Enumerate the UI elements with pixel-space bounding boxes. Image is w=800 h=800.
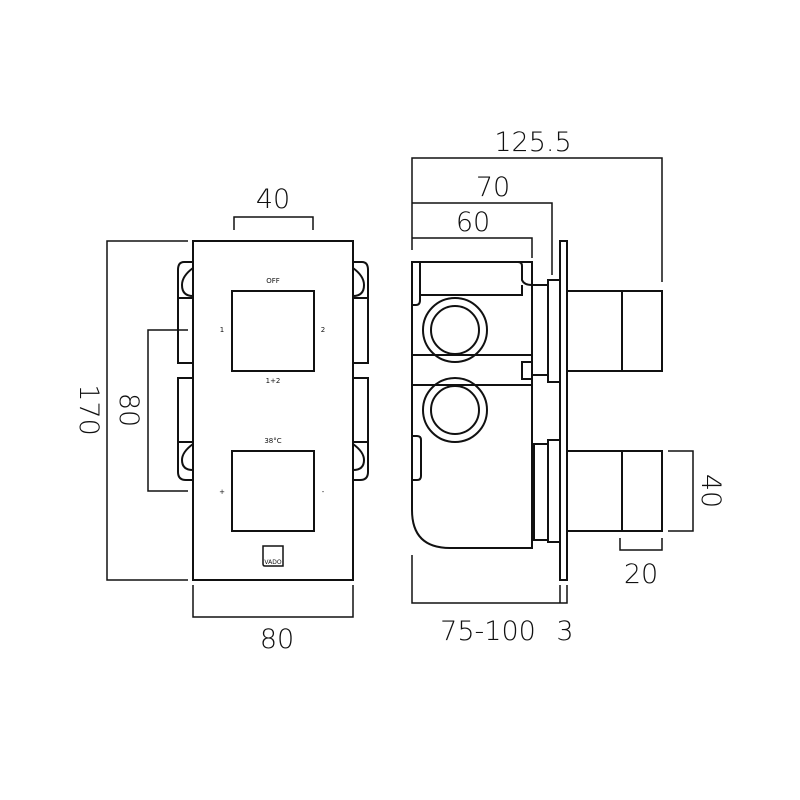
dim-knob-height: 40 — [695, 474, 726, 508]
label-outlet-1: 1 — [220, 326, 224, 334]
dim-height: 170 — [73, 384, 104, 436]
dim-knob-depth: 20 — [624, 559, 658, 590]
cartridge-stubs — [531, 279, 561, 543]
front-dimension-lines — [106, 216, 354, 618]
dim-knob-spacing: 80 — [113, 393, 144, 427]
dim-wall-depth: 75-100 — [440, 616, 536, 647]
dim-depth-70: 70 — [476, 172, 510, 203]
face-plate — [192, 240, 354, 581]
label-both-outlets: 1+2 — [266, 377, 281, 385]
label-minus: - — [322, 488, 325, 496]
side-knobs — [566, 290, 663, 532]
svg-text:VADO: VADO — [264, 559, 281, 566]
label-off: OFF — [266, 277, 280, 285]
dim-total-depth: 125.5 — [494, 127, 571, 158]
dim-knob-width: 40 — [256, 184, 290, 215]
side-view: 125.5 70 60 75-100 3 20 40 — [411, 127, 726, 647]
mounting-brackets — [177, 261, 369, 481]
vado-logo: VADO — [262, 545, 284, 567]
outlet-ports — [422, 297, 488, 443]
label-outlet-2: 2 — [321, 326, 325, 334]
valve-body — [411, 261, 533, 549]
front-view: OFF 1 2 1+2 38°C + - VADO 40 170 80 80 — [73, 184, 369, 655]
side-dimension-lines — [411, 157, 694, 604]
dim-plate: 3 — [556, 616, 573, 647]
dim-width: 80 — [260, 624, 294, 655]
side-face-plate — [559, 240, 568, 581]
dim-depth-60: 60 — [456, 207, 490, 238]
temperature-control-knob — [231, 450, 315, 532]
flow-control-knob — [231, 290, 315, 372]
label-temperature: 38°C — [264, 437, 281, 445]
label-plus: + — [219, 488, 225, 496]
